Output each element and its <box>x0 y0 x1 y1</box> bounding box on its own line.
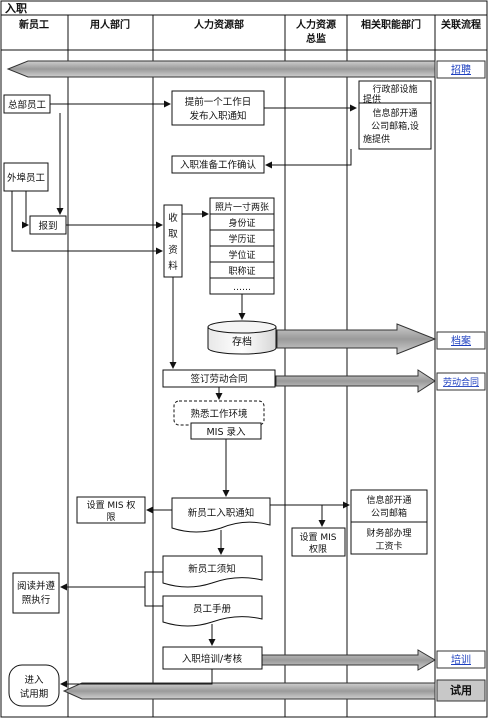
connector-admin-to-confirm <box>265 149 352 169</box>
hq-employee-node: 总部员工 <box>3 94 51 114</box>
lane-header-functional-depts: 相关职能部门 <box>361 18 421 31</box>
field-employee-label: 外埠员工 <box>7 172 46 184</box>
hq-employee-label: 总部员工 <box>8 99 47 111</box>
newcomer-notice-node: 新员工入职通知 <box>171 497 271 533</box>
training-node: 入职培训/考核 <box>162 646 263 670</box>
related-archive-box[interactable]: 档案 <box>436 331 486 350</box>
entry-notice-line2: 发布入职通知 <box>189 110 246 122</box>
entry-notice-node: 提前一个工作日 发布入职通知 <box>171 90 265 126</box>
connector-training-to-probation <box>60 669 213 688</box>
familiar-env-node: 熟悉工作环境 <box>173 400 265 426</box>
newcomer-notice-label: 新员工入职通知 <box>188 507 255 519</box>
connector-field-to-collect <box>11 191 163 255</box>
related-archive-link[interactable]: 档案 <box>451 334 471 347</box>
mis-permission-line1: 设置 MIS 权 <box>87 499 136 511</box>
lane-header-hr-director-line2: 总监 <box>306 32 326 45</box>
director-mis-permission-node: 设置 MIS 权限 <box>291 527 346 557</box>
archive-label: 存档 <box>232 335 252 348</box>
doc-id-card: 身份证 <box>228 217 255 229</box>
report-node: 报到 <box>29 215 67 235</box>
it-mail-line2: 公司邮箱 <box>371 507 407 519</box>
probation-line2: 试用期 <box>20 688 49 700</box>
collect-char-3: 资 <box>168 245 178 256</box>
doc-title-cert: 职称证 <box>228 265 255 277</box>
recruit-flow-arrow <box>6 60 436 78</box>
contract-node: 签订劳动合同 <box>162 369 276 388</box>
contract-label: 签订劳动合同 <box>190 373 247 385</box>
connectors <box>11 100 357 688</box>
mis-permission-node: 设置 MIS 权 限 <box>76 496 146 524</box>
read-line1: 阅读并遵 <box>17 580 56 592</box>
lane-header-hiring-dept: 用人部门 <box>89 18 130 31</box>
related-recruit-link[interactable]: 招聘 <box>451 63 471 76</box>
connector-field-to-report <box>22 191 29 229</box>
training-label: 入职培训/考核 <box>182 653 243 665</box>
doc-education: 学历证 <box>228 233 255 245</box>
related-probation-box[interactable]: 试用 <box>436 679 486 702</box>
lane-header-hr-director: 人力资源 <box>296 18 336 31</box>
handbook-node: 员工手册 <box>162 595 263 627</box>
finance-line2: 工资卡 <box>375 540 402 552</box>
read-and-follow-node: 阅读并遵 照执行 <box>12 572 60 614</box>
connector-handbook-to-read <box>60 571 163 591</box>
it-mail-line1: 信息部开通 <box>366 494 411 506</box>
field-employee-node: 外埠员工 <box>3 162 49 192</box>
finance-line1: 财务部办理 <box>366 527 411 539</box>
read-line2: 照执行 <box>22 594 51 606</box>
doc-degree: 学位证 <box>228 249 255 261</box>
mis-permission-line2: 限 <box>106 512 115 523</box>
training-flow-arrow <box>261 649 436 671</box>
admin-line1: 行政部设施 <box>372 83 417 95</box>
admin-line3: 信息部开通 <box>372 107 417 119</box>
mis-entry-node: MIS 录入 <box>190 422 262 440</box>
probation-node: 进入 试用期 <box>8 664 60 707</box>
it-finance-node: 信息部开通 公司邮箱 财务部办理 工资卡 <box>350 489 428 555</box>
director-permission-line1: 设置 MIS <box>300 532 337 543</box>
collect-char-4: 料 <box>168 260 178 272</box>
collect-materials-node: 收 取 资 料 <box>163 204 183 278</box>
probation-flow-arrow <box>62 682 436 700</box>
director-permission-line2: 权限 <box>309 543 327 555</box>
handbook-label: 员工手册 <box>193 603 232 615</box>
prep-confirm-node: 入职准备工作确认 <box>171 155 265 174</box>
familiar-env-label: 熟悉工作环境 <box>190 408 248 420</box>
related-probation-label[interactable]: 试用 <box>450 683 472 697</box>
related-contract-link[interactable]: 劳动合同 <box>443 376 479 388</box>
related-recruit-box[interactable]: 招聘 <box>436 60 486 79</box>
collect-char-2: 取 <box>168 229 178 240</box>
doc-photo: 照片一寸两张 <box>215 201 269 213</box>
admin-line2: 提供 <box>363 93 381 105</box>
lane-header-related-process: 关联流程 <box>441 18 481 31</box>
admin-line4: 公司邮箱,设 <box>371 120 419 132</box>
prep-confirm-label: 入职准备工作确认 <box>180 159 257 171</box>
archive-flow-arrow <box>276 323 437 355</box>
documents-list: 照片一寸两张 身份证 学历证 学位证 职称证 …… <box>209 197 275 295</box>
mis-entry-label: MIS 录入 <box>206 427 246 438</box>
page-title: 入职 <box>5 2 27 15</box>
admin-facilities-node: 行政部设施 提供 信息部开通 公司邮箱,设 施提供 <box>358 80 432 150</box>
lane-headers: 新员工 用人部门 人力资源部 人力资源 总监 相关职能部门 关联流程 <box>19 18 481 45</box>
contract-flow-arrow <box>275 369 436 393</box>
archive-cylinder: 存档 <box>207 320 277 355</box>
lane-header-new-employee: 新员工 <box>19 18 49 31</box>
probation-line1: 进入 <box>24 675 44 686</box>
collect-char-1: 收 <box>168 212 178 224</box>
entry-notice-line1: 提前一个工作日 <box>185 96 252 108</box>
report-label: 报到 <box>38 220 57 232</box>
related-training-box[interactable]: 培训 <box>436 650 486 669</box>
related-training-link[interactable]: 培训 <box>451 653 471 666</box>
handbook-notice-label: 新员工须知 <box>188 563 236 575</box>
related-contract-box[interactable]: 劳动合同 <box>436 372 486 391</box>
connector-read-to-manual <box>144 587 163 607</box>
lane-header-hr: 人力资源部 <box>194 18 244 31</box>
admin-line5: 施提供 <box>363 133 390 145</box>
handbook-notice-node: 新员工须知 <box>162 555 263 588</box>
doc-more: …… <box>233 283 251 293</box>
